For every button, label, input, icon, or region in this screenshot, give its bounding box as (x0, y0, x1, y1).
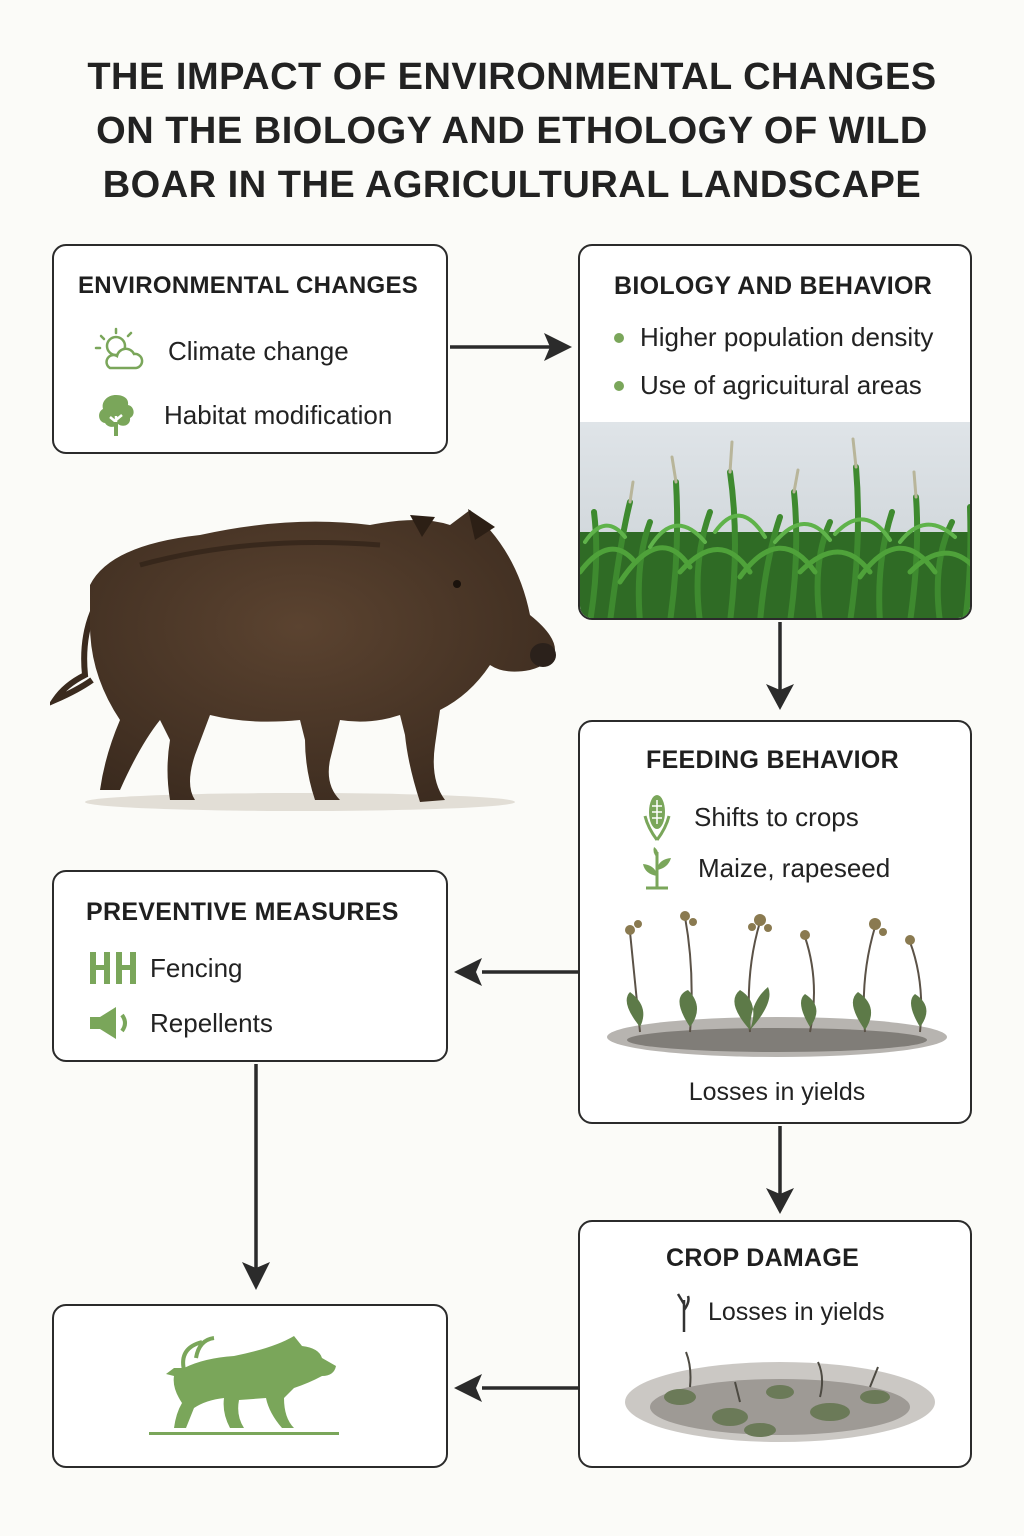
crop-damage-heading: CROP DAMAGE (666, 1244, 860, 1272)
bio-item-2: Use of agricuitural areas (614, 370, 922, 401)
feeding-caption-label: Losses in yields (688, 1078, 866, 1106)
biology-behavior-box: BIOLOGY AND BEHAVIOR Higher population d… (578, 244, 972, 620)
fencing-label: Fencing (150, 952, 243, 983)
crop-damage-box: CROP DAMAGE Losses in yields (578, 1220, 972, 1468)
tree-icon (99, 395, 134, 436)
arrow-bio-to-feeding (766, 684, 794, 710)
title-line-3: BOAR IN THE AGRICULTURAL LANDSCAPE (102, 164, 922, 206)
feeding-behavior-heading: FEEDING BEHAVIOR (646, 746, 899, 774)
maize-rapeseed-item: Maize, rapeseed (640, 846, 890, 890)
fencing-item: Fencing (88, 950, 243, 986)
climate-change-label: Climate change (168, 335, 349, 366)
crop-damage-caption: Losses in yields (674, 1292, 884, 1332)
bio-item-2-label: Use of agricuitural areas (640, 370, 922, 400)
damaged-soil-image (625, 1351, 935, 1442)
feeding-behavior-box: FEEDING BEHAVIOR Shifts to crops Maize, … (578, 720, 972, 1124)
feeding-caption: Losses in yields (580, 1078, 970, 1107)
climate-change-item: Climate change (90, 326, 349, 376)
maize-rapeseed-label: Maize, rapeseed (698, 852, 891, 883)
environmental-changes-box: ENVIRONMENTAL CHANGES Climate change Hab… (52, 244, 448, 454)
arrow-prevent-to-result (242, 1262, 270, 1290)
environmental-changes-heading: ENVIRONMENTAL CHANGES (78, 272, 419, 299)
biology-behavior-heading: BIOLOGY AND BEHAVIOR (614, 272, 933, 300)
page-title: THE IMPACT OF ENVIRONMENTAL CHANGES ON T… (40, 50, 984, 212)
corn-icon (643, 795, 671, 841)
crop-damage-caption-label: Losses in yields (708, 1297, 885, 1326)
bullet-icon (614, 380, 624, 391)
boar-silhouette-box (52, 1304, 448, 1468)
arrow-feeding-to-prevent (454, 958, 482, 986)
preventive-measures-heading: PREVENTIVE MEASURES (86, 898, 399, 926)
fence-icon (90, 952, 136, 984)
shifts-to-crops-item: Shifts to crops (642, 792, 859, 842)
arrow-env-to-bio (544, 333, 572, 361)
shifts-to-crops-label: Shifts to crops (694, 801, 859, 832)
habitat-modification-item: Habitat modification (94, 392, 392, 438)
sprout-icon (676, 1293, 690, 1332)
bio-item-1-label: Higher population density (640, 322, 934, 352)
habitat-modification-label: Habitat modification (164, 399, 393, 430)
sun-cloud-icon (94, 327, 144, 370)
speaker-icon (90, 1007, 127, 1039)
arrow-feeding-to-damage (766, 1188, 794, 1214)
bio-item-1: Higher population density (614, 322, 933, 353)
bullet-icon (614, 332, 624, 343)
boar-silhouette-icon (149, 1336, 339, 1435)
rapeseed-plants-image (607, 911, 947, 1057)
plant-icon (643, 847, 671, 890)
arrow-damage-to-result (454, 1374, 482, 1402)
title-line-2: ON THE BIOLOGY AND ETHOLOGY OF WILD (96, 110, 928, 152)
repellents-label: Repellents (150, 1007, 273, 1038)
title-line-1: THE IMPACT OF ENVIRONMENTAL CHANGES (87, 56, 937, 98)
maize-field-image (580, 422, 970, 618)
wild-boar-illustration (50, 509, 556, 811)
preventive-measures-box: PREVENTIVE MEASURES Fencing Repellents (52, 870, 448, 1062)
repellents-item: Repellents (88, 1006, 273, 1040)
